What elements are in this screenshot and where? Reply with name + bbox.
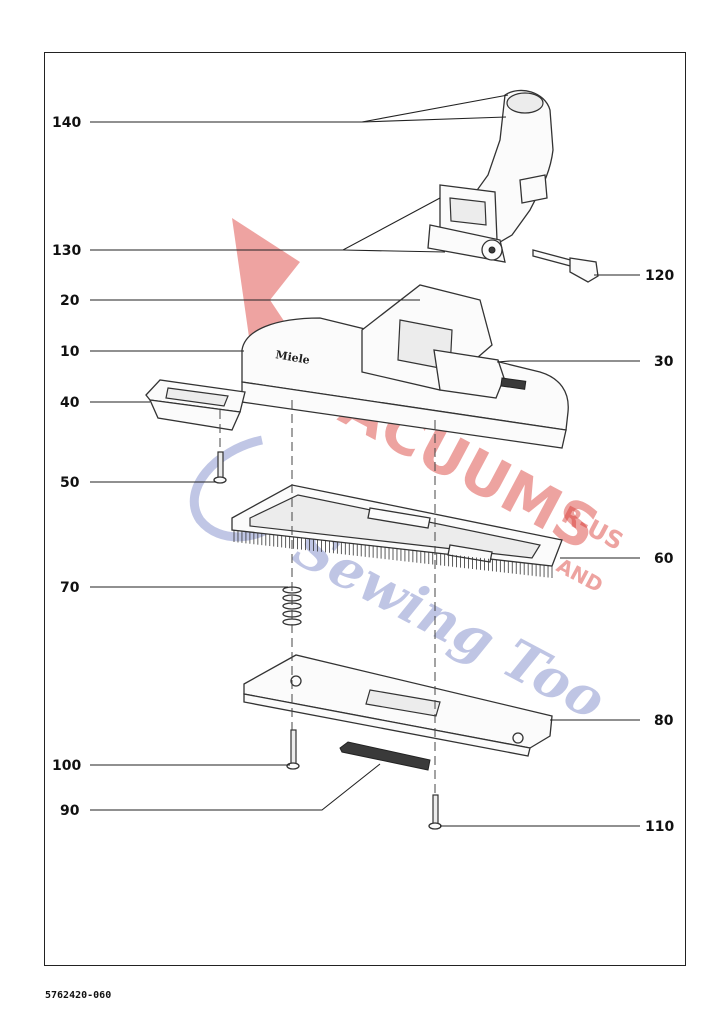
callout-10: 10 bbox=[60, 344, 80, 360]
screw-part-100 bbox=[286, 729, 300, 770]
leader-140b bbox=[361, 116, 507, 123]
watermark-text-and: AND bbox=[553, 553, 607, 597]
brand-mark: Miele bbox=[274, 348, 310, 367]
neck-pivot-hub bbox=[488, 246, 496, 254]
neck-opening bbox=[506, 92, 544, 114]
roller-strip-part-90 bbox=[339, 741, 431, 771]
leader-90 bbox=[90, 763, 381, 811]
screw-part-110 bbox=[428, 794, 442, 830]
screw-50-shaft bbox=[217, 451, 224, 479]
spring-part-70 bbox=[282, 586, 302, 626]
callout-40: 40 bbox=[60, 395, 80, 411]
callout-130: 130 bbox=[52, 243, 81, 259]
screw-part-50 bbox=[213, 451, 227, 484]
axle-pin-head bbox=[569, 257, 599, 283]
brush-frame-inner bbox=[249, 494, 541, 559]
callout-100: 100 bbox=[52, 758, 81, 774]
roller-strip-body bbox=[339, 741, 431, 771]
brush-strip-part-60 bbox=[231, 484, 563, 578]
callout-110: 110 bbox=[645, 819, 674, 835]
pedal-part-30 bbox=[433, 349, 505, 399]
watermark-swirl bbox=[189, 435, 284, 542]
housing-label-plate bbox=[500, 377, 527, 390]
neck-joint-window bbox=[449, 197, 487, 226]
screw-110-head bbox=[428, 822, 442, 830]
callout-30: 30 bbox=[654, 354, 674, 370]
cover-plate-opening bbox=[165, 387, 229, 407]
callout-140: 140 bbox=[52, 115, 81, 131]
sole-plate-slot bbox=[365, 689, 441, 717]
callout-120: 120 bbox=[645, 268, 674, 284]
screw-100-shaft bbox=[290, 729, 297, 765]
brush-slot-2 bbox=[447, 544, 493, 563]
callout-20: 20 bbox=[60, 293, 80, 309]
leader-130b bbox=[342, 249, 446, 253]
neck-side-clip bbox=[519, 174, 548, 204]
document-number: 5762420-060 bbox=[45, 990, 112, 1001]
callout-50: 50 bbox=[60, 475, 80, 491]
callout-80: 80 bbox=[654, 713, 674, 729]
callout-60: 60 bbox=[654, 551, 674, 567]
axle-pin-part-120 bbox=[532, 249, 599, 283]
screw-110-shaft bbox=[432, 794, 439, 826]
screw-100-head bbox=[286, 762, 300, 770]
sole-plate-part-80 bbox=[243, 654, 553, 757]
brush-bristles bbox=[233, 530, 553, 578]
nozzle-housing: Miele bbox=[241, 284, 569, 449]
leader-30 bbox=[496, 360, 640, 363]
callout-90: 90 bbox=[60, 803, 80, 819]
swivel-neck-assembly bbox=[427, 89, 554, 263]
cover-plate-part-40 bbox=[145, 379, 246, 431]
sole-plate-hole-2 bbox=[512, 732, 524, 744]
cover-plate-body bbox=[148, 399, 241, 431]
callout-70: 70 bbox=[60, 580, 80, 596]
brush-slot-1 bbox=[367, 507, 431, 529]
drawing-frame bbox=[44, 52, 686, 966]
screw-50-head bbox=[213, 476, 227, 484]
sole-plate-hole-1 bbox=[290, 675, 302, 687]
leader-140a bbox=[90, 94, 509, 123]
